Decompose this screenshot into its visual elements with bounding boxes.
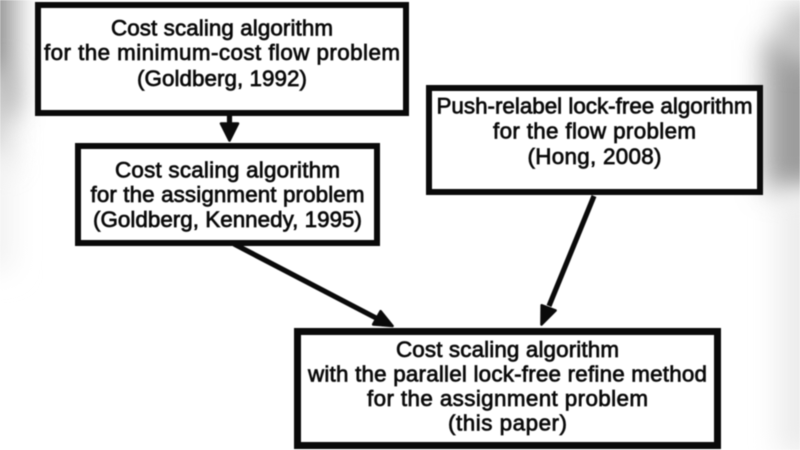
svg-text:for the assignment problem: for the assignment problem [367,386,648,411]
svg-text:with the parallel lock-free re: with the parallel lock-free refine metho… [307,361,707,386]
svg-text:(this paper): (this paper) [448,411,567,436]
svg-text:for the assignment problem: for the assignment problem [91,182,365,207]
svg-text:(Goldberg, Kennedy, 1995): (Goldberg, Kennedy, 1995) [93,207,362,232]
svg-text:for the flow problem: for the flow problem [493,119,696,144]
svg-text:Cost scaling algorithm: Cost scaling algorithm [115,158,340,183]
svg-text:(Goldberg, 1992): (Goldberg, 1992) [137,66,307,91]
svg-text:Cost scaling algorithm: Cost scaling algorithm [111,15,333,40]
svg-text:(Hong, 2008): (Hong, 2008) [528,144,662,169]
svg-text:Cost scaling algorithm: Cost scaling algorithm [396,337,619,362]
svg-text:for the minimum-cost flow prob: for the minimum-cost flow problem [44,40,400,65]
svg-text:Push-relabel lock-free algorit: Push-relabel lock-free algorithm [437,94,753,119]
